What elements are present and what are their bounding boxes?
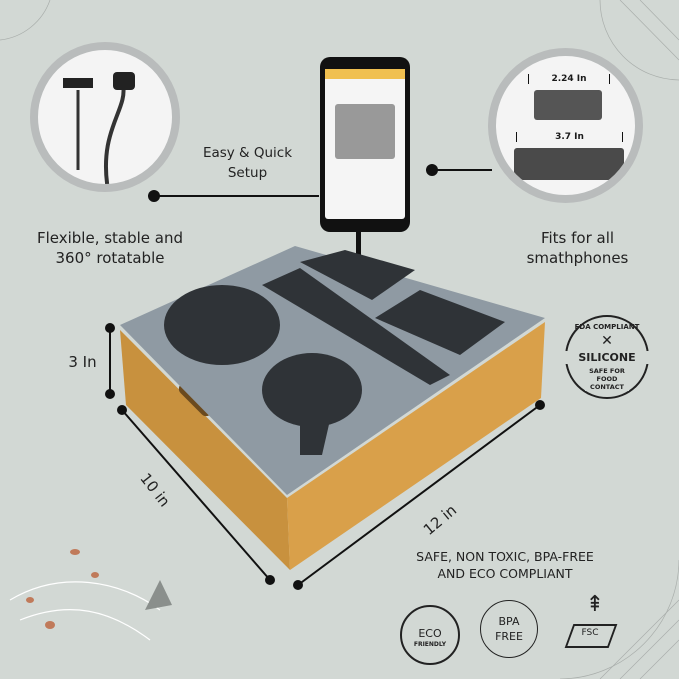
setup-label: Easy & Quick Setup [202, 145, 293, 181]
phones-feature-label: Fits for all smathphones [526, 229, 629, 267]
connector-line [432, 169, 492, 171]
safety-line-2: AND ECO COMPLIANT [437, 566, 573, 581]
clamp-max-label: 3.7 In [516, 132, 623, 142]
leaves-icon [26, 549, 99, 629]
holder-arm-image [30, 42, 180, 192]
connector-line [154, 195, 319, 197]
trees-icon: ⇞ [585, 592, 605, 617]
holder-feature-label: Flexible, stable and 360° rotatable [36, 229, 184, 267]
fork-spoon-icon: ✕ [601, 333, 613, 349]
safety-line-1: SAFE, NON TOXIC, BPA-FREE [416, 549, 594, 564]
height-dimension: 3 In [68, 353, 97, 371]
fda-silicone-badge: FDA COMPLIANT ✕ SILICONE SAFE FOR FOOD C… [563, 315, 651, 399]
safety-headline: SAFE, NON TOXIC, BPA-FREE AND ECO COMPLI… [385, 548, 625, 582]
clamp-size-image: 2.24 In 3.7 In [488, 48, 643, 203]
bpa-free-icon: BPA FREE [480, 600, 538, 658]
phone-image [320, 57, 410, 232]
gooseneck-arm-icon [63, 72, 135, 184]
eco-friendly-icon: ECO FRIENDLY [400, 605, 460, 665]
clamp-min-label: 2.24 In [528, 74, 610, 84]
fsc-icon: ⇞ FSC [555, 592, 625, 662]
phone-stand [356, 230, 361, 258]
